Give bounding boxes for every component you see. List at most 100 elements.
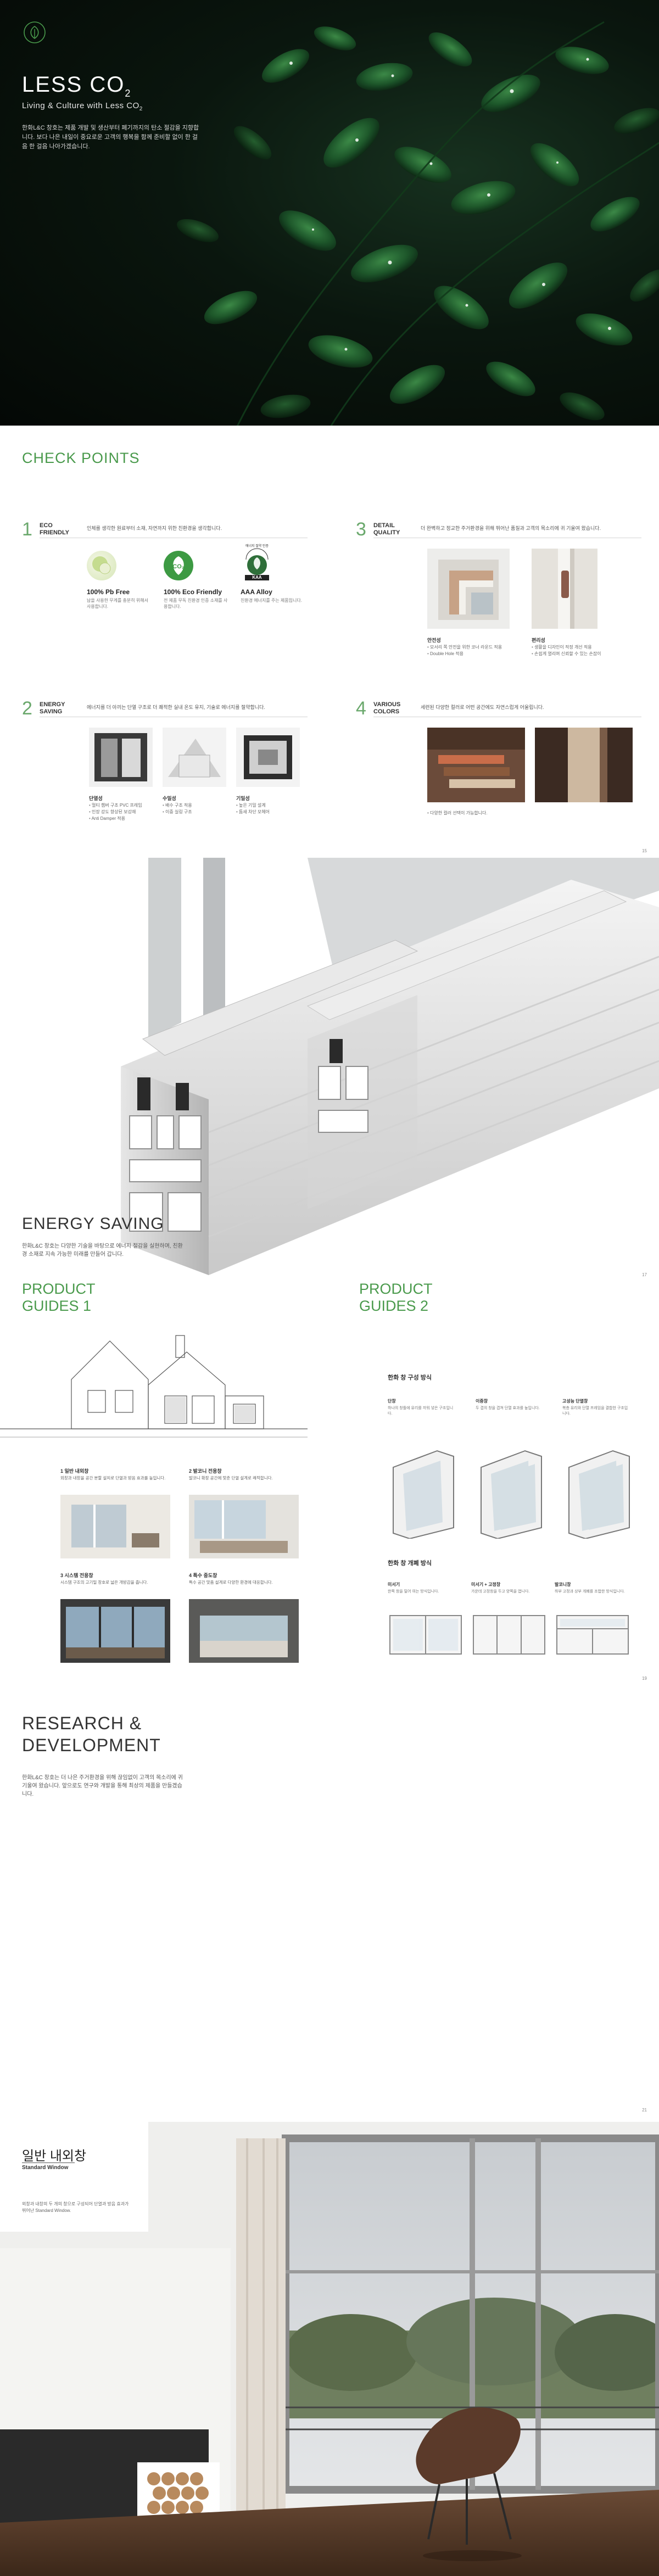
glass-composition-diagrams — [393, 1450, 630, 1539]
glass-type-1-label: 단창 — [388, 1399, 396, 1404]
pb-free-icon — [87, 551, 116, 580]
insulation-photo — [89, 728, 153, 787]
energy-saving-description: 한화L&C 창호는 다양한 기술을 바탕으로 에너지 절감을 실현하며, 친환경… — [22, 1243, 183, 1258]
airtight-caption-title: 기밀성 — [236, 796, 250, 801]
standard-window-description: 외창과 내창의 두 개의 창으로 구성되어 단열과 방음 효과가 뛰어난 Sta… — [22, 2201, 129, 2213]
guide-1-photo — [60, 1495, 170, 1558]
rnd-description: 한화L&C 창호는 더 나은 주거환경을 위해 끊임없이 고객의 목소리에 귀 … — [22, 1775, 183, 1797]
standard-window-title: 일반 내외창 — [22, 2149, 87, 2164]
guide-4-photo — [189, 1599, 299, 1663]
safety-caption-list: 모서리 쪽 안전을 위한 코너 라운드 적용 Double Hole 적용 — [427, 644, 502, 657]
energy-saving-title: ENERGY SAVING — [22, 1215, 164, 1233]
glass-type-2-text: 두 겹의 창을 겹쳐 단열 효과를 높입니다. — [476, 1406, 540, 1410]
rnd-title: RESEARCH &DEVELOPMENT — [22, 1713, 161, 1755]
window-frame-cross-section-image — [121, 858, 659, 1275]
colors-caption-list: 다양한 컬러 선택이 가능합니다. — [427, 810, 488, 817]
energy-saving-section: ENERGY SAVING 한화L&C 창호는 다양한 기술을 바탕으로 에너지… — [0, 858, 659, 1281]
handle-detail-photo — [532, 549, 597, 629]
kaa-mark-text: KAA — [252, 575, 262, 580]
page-number: 17 — [642, 1272, 647, 1277]
point-description: 세련된 다양한 컬러로 어떤 공간에도 자연스럽게 어울립니다. — [421, 705, 544, 710]
glass-composition-heading: 한화 창 구성 방식 — [388, 1374, 432, 1381]
point-number: 3 — [356, 519, 366, 540]
standard-window-subtitle: Standard Window — [22, 2165, 69, 2171]
safety-caption-title: 안전성 — [427, 638, 441, 643]
glass-type-3-label: 고성능 단열창 — [562, 1399, 588, 1404]
page-number: 19 — [642, 1676, 647, 1681]
point-description: 더 완벽하고 정교한 주거환경을 위해 뛰어난 품질과 고객의 목소리에 귀 기… — [421, 526, 601, 531]
guide-4-label: 4 특수 중도창 — [189, 1573, 217, 1578]
page-number: 15 — [642, 848, 647, 853]
page-number: 21 — [642, 2108, 647, 2113]
hero-title: LESS CO2 — [22, 72, 132, 99]
co2-leaf-icon: CO₂ — [164, 551, 193, 580]
opening-type-diagrams — [389, 1615, 629, 1655]
insulation-caption-title: 단열성 — [89, 796, 103, 801]
insulation-caption-list: 멀티 챔버 구조 PVC 프레임 인장 강도 향상된 보강재 Anti Damp… — [89, 802, 142, 822]
corner-detail-photo — [427, 549, 510, 629]
badge-eco-friendly: CO₂ 100% Eco Friendly 전 제품 무독 친환경 인증 소재를… — [164, 551, 230, 610]
point-description: 에너지를 더 아끼는 단열 구조로 더 쾌적한 실내 온도 유지, 기술로 에너… — [87, 705, 265, 710]
color-samples-photo — [427, 728, 525, 802]
point-number: 1 — [22, 519, 32, 540]
opening-type-1-label: 미서기 — [388, 1582, 400, 1587]
badge-pb-free: 100% Pb Free 납을 사용한 무게를 충분히 위해서 사용합니다. — [87, 551, 153, 610]
point-description: 인체를 생각한 원료부터 소재, 자연까지 위한 친환경을 생각합니다. — [87, 526, 222, 531]
guide-3-photo — [60, 1599, 170, 1663]
hero-description: 한화L&C 창호는 제품 개발 및 생산부터 폐기까지의 탄소 절감을 지향합니… — [22, 125, 199, 150]
guide-4-text: 특수 공간 맞춤 설계로 다양한 환경에 대응합니다. — [189, 1580, 273, 1585]
svg-text:CO₂: CO₂ — [172, 563, 185, 570]
guide-2-label: 2 발코니 전용창 — [189, 1468, 222, 1474]
point-number: 4 — [356, 698, 366, 719]
guide-1-text: 외창과 내창을 공간 분할 설치로 단열과 방음 효과를 높입니다. — [60, 1476, 166, 1480]
convenience-caption-title: 편리성 — [532, 638, 545, 643]
checkpoints-heading: CHECK POINTS — [22, 450, 140, 466]
guide-2-text: 발코니 확장 공간에 맞춘 단열 설계로 쾌적합니다. — [189, 1476, 273, 1480]
guide-3-text: 시스템 구조의 고기밀 창호로 넓은 개방감을 줍니다. — [60, 1580, 148, 1585]
opening-type-3-label: 발코니창 — [555, 1582, 571, 1587]
kaa-mark-icon — [241, 543, 273, 580]
guide-3-label: 3 시스템 전용창 — [60, 1573, 93, 1578]
standard-window-section: 일반 내외창 Standard Window 외창과 내창의 두 개의 창으로 … — [0, 2122, 659, 2576]
glass-type-3-text: 복층 유리와 단열 프레임을 결합한 구조입니다. — [562, 1406, 628, 1416]
airtight-caption-list: 높은 기밀 설계 틈새 차단 모헤어 — [236, 802, 270, 815]
hero-subtitle: Living & Culture with Less CO2 — [22, 101, 143, 112]
opening-type-2-text: 가운데 고정창을 두고 양쪽을 엽니다. — [471, 1590, 530, 1594]
hero-section: LESS CO2 Living & Culture with Less CO2 … — [0, 0, 659, 426]
opening-type-1-text: 한쪽 창을 밀어 여는 방식입니다. — [388, 1590, 439, 1594]
point-number: 2 — [22, 698, 32, 719]
watertight-photo — [163, 728, 226, 787]
house-sketch-illustration — [0, 1335, 308, 1438]
opening-type-2-label: 미서기 + 고정창 — [471, 1582, 501, 1587]
research-development-section: RESEARCH &DEVELOPMENT 한화L&C 창호는 더 나은 주거환… — [0, 1712, 659, 2122]
living-room-window-photo — [0, 2122, 659, 2576]
convenience-caption-list: 생활을 디자인이 적정 개선 적용 손쉽게 열리며 신뢰할 수 있는 손잡이 — [532, 644, 601, 657]
brand-leaf-logo-icon — [24, 21, 46, 43]
opening-types-heading: 한화 창 개폐 방식 — [388, 1560, 432, 1567]
guide-1-label: 1 일반 내외창 — [60, 1468, 89, 1474]
color-interior-photo — [535, 728, 633, 802]
glass-type-2-label: 이중창 — [476, 1399, 488, 1404]
guide-2-photo — [189, 1495, 299, 1558]
standard-window-label-panel — [0, 2122, 148, 2232]
leaves-photo — [176, 21, 659, 426]
watertight-caption-title: 수밀성 — [163, 796, 176, 801]
airtight-photo — [236, 728, 300, 787]
kaa-ring-text: 에너지 절약 인증 — [245, 545, 269, 548]
glass-type-1-text: 하나의 창틀에 유리를 끼워 넣은 구조입니다. — [388, 1406, 454, 1416]
watertight-caption-list: 배수 구조 적용 이중 실링 구조 — [163, 802, 192, 815]
opening-type-3-text: 하부 고정과 상부 개폐를 조합한 방식입니다. — [555, 1590, 625, 1594]
badge-aaa-alloy: 에너지 절약 인증 KAA AAA Alloy 친환경 에너지를 주는 제품입니… — [241, 543, 306, 604]
